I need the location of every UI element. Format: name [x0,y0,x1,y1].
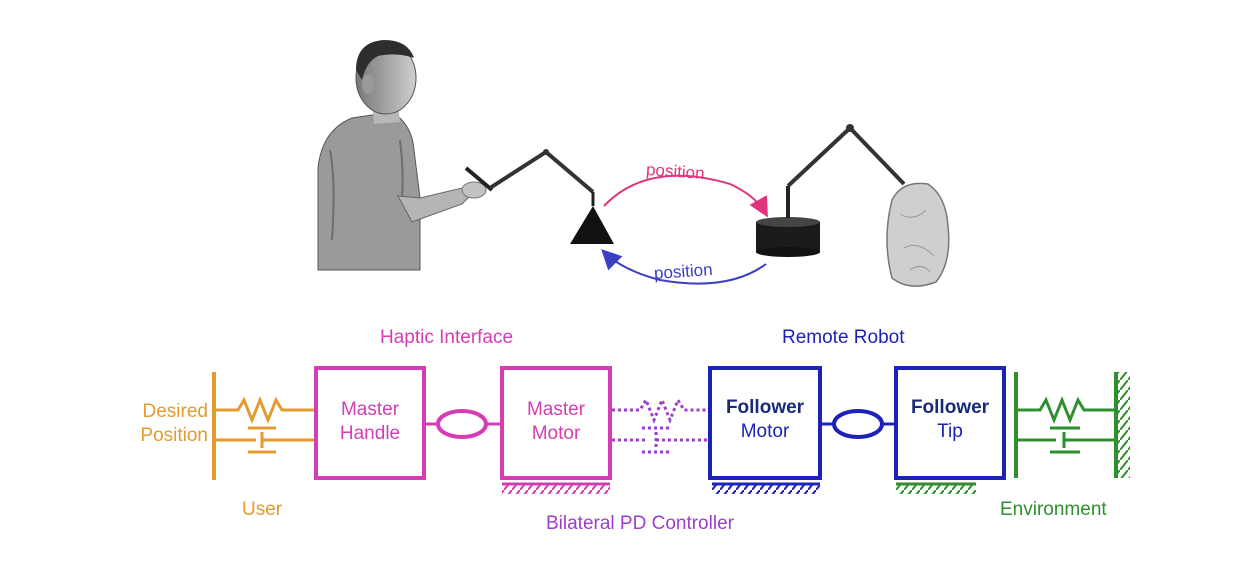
follower-tip-text: Follower Tip [896,396,1004,444]
follower-tip-line1: Follower [910,397,990,418]
master-ground-hatch [502,484,610,494]
master-coupling [436,409,488,439]
pd-controller-link [612,395,710,454]
environment-wall-hatch [1118,372,1130,478]
environment-anchor [1014,372,1118,478]
bilateral-pd-controller-label: Bilateral PD Controller [546,513,734,534]
tip-ground-hatch [896,484,976,494]
user-label: User [242,499,283,520]
arrow-top-label: position [645,159,706,184]
desired-position-line2: Position [140,425,208,446]
person-figure [317,40,494,271]
master-handle-line1: Master [340,399,400,420]
user-anchor [212,372,316,480]
follower-coupling [832,409,884,439]
environment-label: Environment [1000,499,1107,520]
rock-icon [886,182,950,287]
follower-ground-hatch [712,484,820,494]
follower-tip-block [894,366,1006,480]
master-motor-block [500,366,612,480]
master-handle-text: Master Handle [316,398,424,446]
remote-robot-label: Remote Robot [782,327,905,348]
master-motor-text: Master Motor [502,398,610,446]
arrow-bottom-label: position [653,259,714,284]
master-device-icon [488,149,614,244]
desired-position-label: Desired Position [118,400,208,448]
master-motor-line1: Master [526,399,586,420]
position-arrow-back [601,249,767,285]
desired-position-line1: Desired [142,401,208,422]
follower-motor-line1: Follower [725,397,805,418]
master-motor-line2: Motor [531,423,581,444]
haptic-interface-label: Haptic Interface [380,327,514,348]
follower-motor-text: Follower Motor [710,396,820,444]
master-handle-line2: Handle [339,423,401,444]
follower-robot-icon [756,124,906,257]
follower-tip-line2: Tip [937,421,963,442]
follower-motor-line2: Motor [740,421,790,442]
position-arrow-forward [603,174,768,218]
